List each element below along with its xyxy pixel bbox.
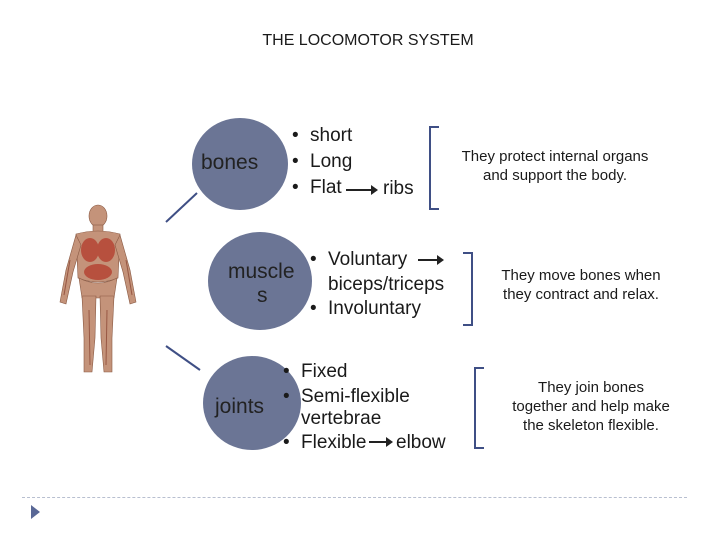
joints-description: They join bones together and help make t… [512, 379, 670, 434]
muscles-label-line2: s [257, 284, 268, 307]
bracket-icon [463, 252, 473, 326]
list-item: •short [292, 125, 353, 146]
joints-example-semi: vertebrae [301, 408, 382, 429]
bones-example: ribs [383, 178, 414, 199]
muscles-example: biceps/triceps [328, 274, 445, 295]
joints-label: joints [215, 395, 265, 418]
muscles-description: They move bones when they contract and r… [501, 267, 661, 303]
arrow-icon [418, 255, 444, 265]
bracket-icon [474, 367, 484, 449]
page-title: THE LOCOMOTOR SYSTEM [262, 32, 474, 49]
bracket-icon [429, 126, 439, 210]
bones-label: bones [201, 151, 259, 174]
bones-list: •short •Long •Flat [292, 123, 352, 201]
human-anatomy-figure [59, 204, 137, 373]
joints-item-fixed: •Fixed [283, 361, 348, 382]
footer-divider [22, 497, 687, 498]
bones-circle [192, 118, 288, 210]
next-slide-arrow-icon[interactable] [31, 505, 40, 519]
bones-description: They protect internal organs and support… [461, 148, 649, 184]
arrow-icon [346, 185, 378, 195]
muscles-item-involuntary: •Involuntary [310, 298, 421, 319]
joints-example-flexible: elbow [396, 432, 446, 453]
joints-item-flexible: •Flexible [283, 432, 367, 453]
muscles-circle [208, 232, 312, 330]
muscles-label-line1: muscle [228, 260, 295, 283]
joints-circle [203, 356, 301, 450]
arrow-icon [369, 437, 393, 447]
joints-item-semiflexible: •Semi-flexible [283, 386, 410, 407]
muscles-item-voluntary: •Voluntary [310, 249, 408, 270]
list-item: •Long [292, 151, 353, 172]
list-item: •Flat [292, 177, 342, 198]
